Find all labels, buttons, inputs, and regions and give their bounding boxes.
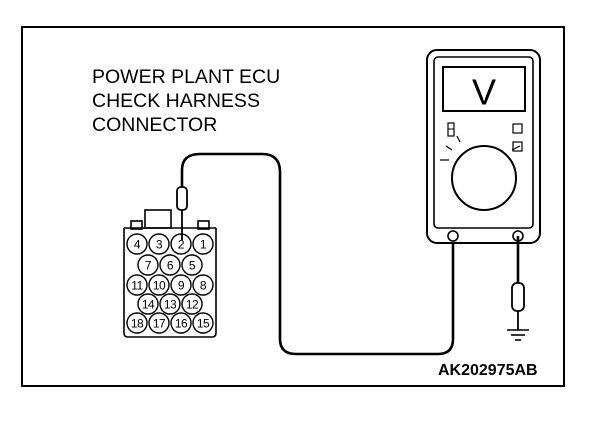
ground-icon (507, 329, 529, 341)
voltmeter: V (426, 49, 541, 244)
pin-circle (159, 254, 181, 276)
pin-label: 4 (134, 238, 141, 252)
check-harness-connector (123, 209, 217, 338)
pin-label: 7 (145, 259, 152, 273)
test-lead-wire (180, 152, 455, 356)
meter-dial (451, 145, 517, 211)
meter-terminal-com (447, 230, 459, 242)
ground-lead (511, 236, 525, 330)
pin-circle (159, 293, 181, 315)
pin-circle (126, 233, 148, 255)
pin-circle (137, 254, 159, 276)
title-line-3: CONNECTOR (92, 114, 217, 136)
pin-circle (126, 312, 148, 334)
pin-circle (148, 233, 170, 255)
pin-circle (192, 233, 214, 255)
pin-label: 6 (167, 259, 174, 273)
pin-label: 14 (142, 298, 155, 312)
pin-circle (137, 293, 159, 315)
pin-label: 16 (175, 317, 188, 331)
pin-circle (181, 293, 203, 315)
pin-label: 2 (178, 238, 185, 252)
pin-label: 8 (200, 279, 207, 293)
pin-label: 13 (164, 298, 177, 312)
pin-label: 9 (178, 279, 185, 293)
pin-circle (181, 254, 203, 276)
title-line-2: CHECK HARNESS (92, 90, 260, 112)
pin-label: 10 (153, 279, 166, 293)
pin-circle (148, 312, 170, 334)
connector-probe (176, 186, 188, 240)
pin-label: 5 (189, 259, 196, 273)
pin-label: 3 (156, 238, 163, 252)
pin-label: 15 (197, 317, 210, 331)
pin-circle (148, 274, 170, 296)
title-line-1: POWER PLANT ECU (92, 66, 280, 88)
pin-label: 12 (186, 298, 199, 312)
pin-label: 17 (153, 317, 166, 331)
pin-circle (170, 274, 192, 296)
meter-mode-symbol: V (472, 72, 496, 113)
pin-circle (192, 274, 214, 296)
pin-circle (126, 274, 148, 296)
figure-code: AK202975AB (438, 362, 538, 379)
pin-circle (170, 233, 192, 255)
pin-label: 1 (200, 238, 207, 252)
pin-label: 11 (131, 279, 143, 293)
pin-circle (170, 312, 192, 334)
pin-circle (192, 312, 214, 334)
pin-label: 18 (131, 317, 144, 331)
